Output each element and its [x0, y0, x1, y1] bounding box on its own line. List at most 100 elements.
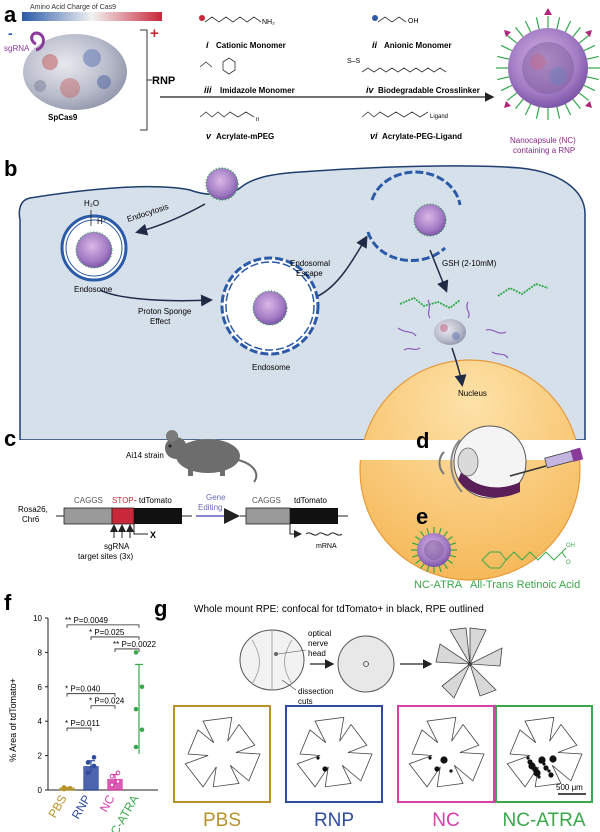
nc-atra-label: NC-ATRA: [414, 579, 463, 591]
y-tick-label: 10: [33, 614, 42, 623]
mrna-label: mRNA: [316, 543, 337, 550]
sgrna-sites-line2: target sites (3x): [78, 552, 133, 561]
peg-chain: [438, 565, 442, 573]
dissection-line2: cuts: [298, 697, 313, 706]
caggs-1: CAGGS: [74, 496, 103, 505]
peg-chain: [555, 104, 561, 119]
peg-chain: [500, 44, 515, 53]
svg-text:ii: ii: [372, 40, 378, 50]
data-point: [109, 773, 115, 779]
data-point: [115, 779, 121, 784]
unedited-locus: [56, 507, 192, 525]
tdtomato-signal: [428, 756, 432, 760]
significance-bracket: [66, 693, 116, 697]
peg-chain: [584, 55, 599, 61]
hplus-label: H⁺: [97, 217, 107, 226]
peg-chain: [415, 558, 422, 565]
peg-chain: [426, 527, 430, 535]
peg-chain: [497, 75, 512, 81]
y-tick-label: 4: [38, 717, 43, 726]
endosome-2-label: Endosome: [252, 363, 291, 372]
svg-text:Biodegradable Crosslinker: Biodegradable Crosslinker: [378, 86, 480, 95]
monomer-iii: iii Imidazole Monomer: [204, 85, 295, 95]
data-point: [139, 684, 145, 690]
peg-chain: [497, 55, 512, 61]
rpe-outline: [296, 716, 373, 788]
chem-oh: OH: [408, 18, 419, 25]
peg-chain: [555, 17, 561, 32]
peg-chain: [584, 75, 599, 81]
tdtomato-signal: [537, 775, 541, 779]
escape-label-line2: Escape: [296, 269, 323, 278]
tdtomato-signal: [528, 762, 536, 770]
peg-chain: [571, 97, 581, 110]
x-tick-label: NC: [97, 792, 118, 814]
svg-text:Acrylate-PEG-Ligand: Acrylate-PEG-Ligand: [382, 132, 462, 141]
nanocapsule: [496, 8, 600, 120]
peg-chain: [581, 44, 596, 53]
monomer-iv: iv Biodegradable Crosslinker: [366, 85, 480, 95]
atra-o: O: [566, 560, 571, 566]
svg-text:Cationic Monomer: Cationic Monomer: [216, 41, 286, 50]
y-tick-label: 8: [38, 648, 43, 657]
tdtomato-signal: [548, 772, 554, 778]
optic-pointer: [277, 649, 307, 655]
rpe-label-nc-atra: NC-ATRA: [502, 810, 585, 831]
locus-line1: Rosa26,: [18, 505, 48, 514]
tdtomato-signal: [547, 769, 551, 773]
svg-text:iv: iv: [366, 85, 375, 95]
tdtomato-signal: [542, 762, 546, 766]
nc-caption-line2: containing a RNP: [513, 146, 575, 155]
tdtomato-signal: [538, 758, 544, 764]
tdtomato-signal: [440, 756, 448, 764]
monomer-vi: vi Acrylate-PEG-Ligand: [370, 131, 462, 141]
endosome-1: [60, 214, 128, 282]
data-point: [85, 770, 91, 776]
panel-label-a: a: [4, 2, 17, 27]
nc-caption-line1: Nanocapsule (NC): [510, 136, 576, 145]
svg-text:Acrylate-mPEG: Acrylate-mPEG: [216, 132, 274, 141]
peg-chain: [419, 531, 426, 538]
significance-bracket: [114, 648, 140, 652]
data-point: [85, 760, 91, 765]
significance-bracket: [90, 636, 140, 640]
peg-chain: [524, 101, 533, 116]
peg-chain: [446, 535, 453, 542]
atra-structure: [481, 547, 567, 569]
rpe-label-rnp: RNP: [314, 810, 354, 831]
peg-chain: [438, 527, 442, 535]
peg-chain: [500, 83, 515, 92]
sgrna-sites-line1: sgRNA: [104, 542, 130, 551]
svg-text:Anionic Monomer: Anionic Monomer: [384, 41, 452, 50]
sgrna-target-arrows: [110, 524, 134, 538]
dissection-line1: dissection: [298, 687, 334, 696]
nucleus-label: Nucleus: [458, 389, 487, 398]
rpe-outline: [408, 716, 485, 788]
rpe-label-nc: NC: [432, 810, 459, 831]
spcas9-label: SpCas9: [48, 113, 78, 122]
nc-entering: [205, 167, 239, 201]
panel-label-c: c: [4, 426, 16, 451]
optic-line1: optical: [308, 629, 331, 638]
gene-editing-line2: Editing: [198, 503, 222, 512]
peg-chain: [506, 91, 519, 101]
significance-bracket: [66, 727, 92, 732]
dissection-schematic: [239, 627, 503, 699]
tdtomato-signal: [322, 766, 328, 772]
endocytosis-arrow: [135, 203, 206, 236]
peg-chain: [515, 26, 525, 39]
data-point: [133, 744, 139, 750]
svg-text:i: i: [206, 40, 209, 50]
data-point: [91, 763, 97, 769]
blocked-x: X: [150, 530, 156, 540]
data-point: [133, 650, 139, 655]
monomer-v: v Acrylate-mPEG: [206, 131, 274, 141]
endosome-1-label: Endosome: [74, 285, 113, 294]
data-point: [61, 785, 67, 790]
tdtomato-signal: [549, 755, 557, 763]
chem-ss: S–S: [347, 58, 361, 65]
data-point: [115, 770, 121, 776]
significance-bracket: [90, 705, 116, 709]
